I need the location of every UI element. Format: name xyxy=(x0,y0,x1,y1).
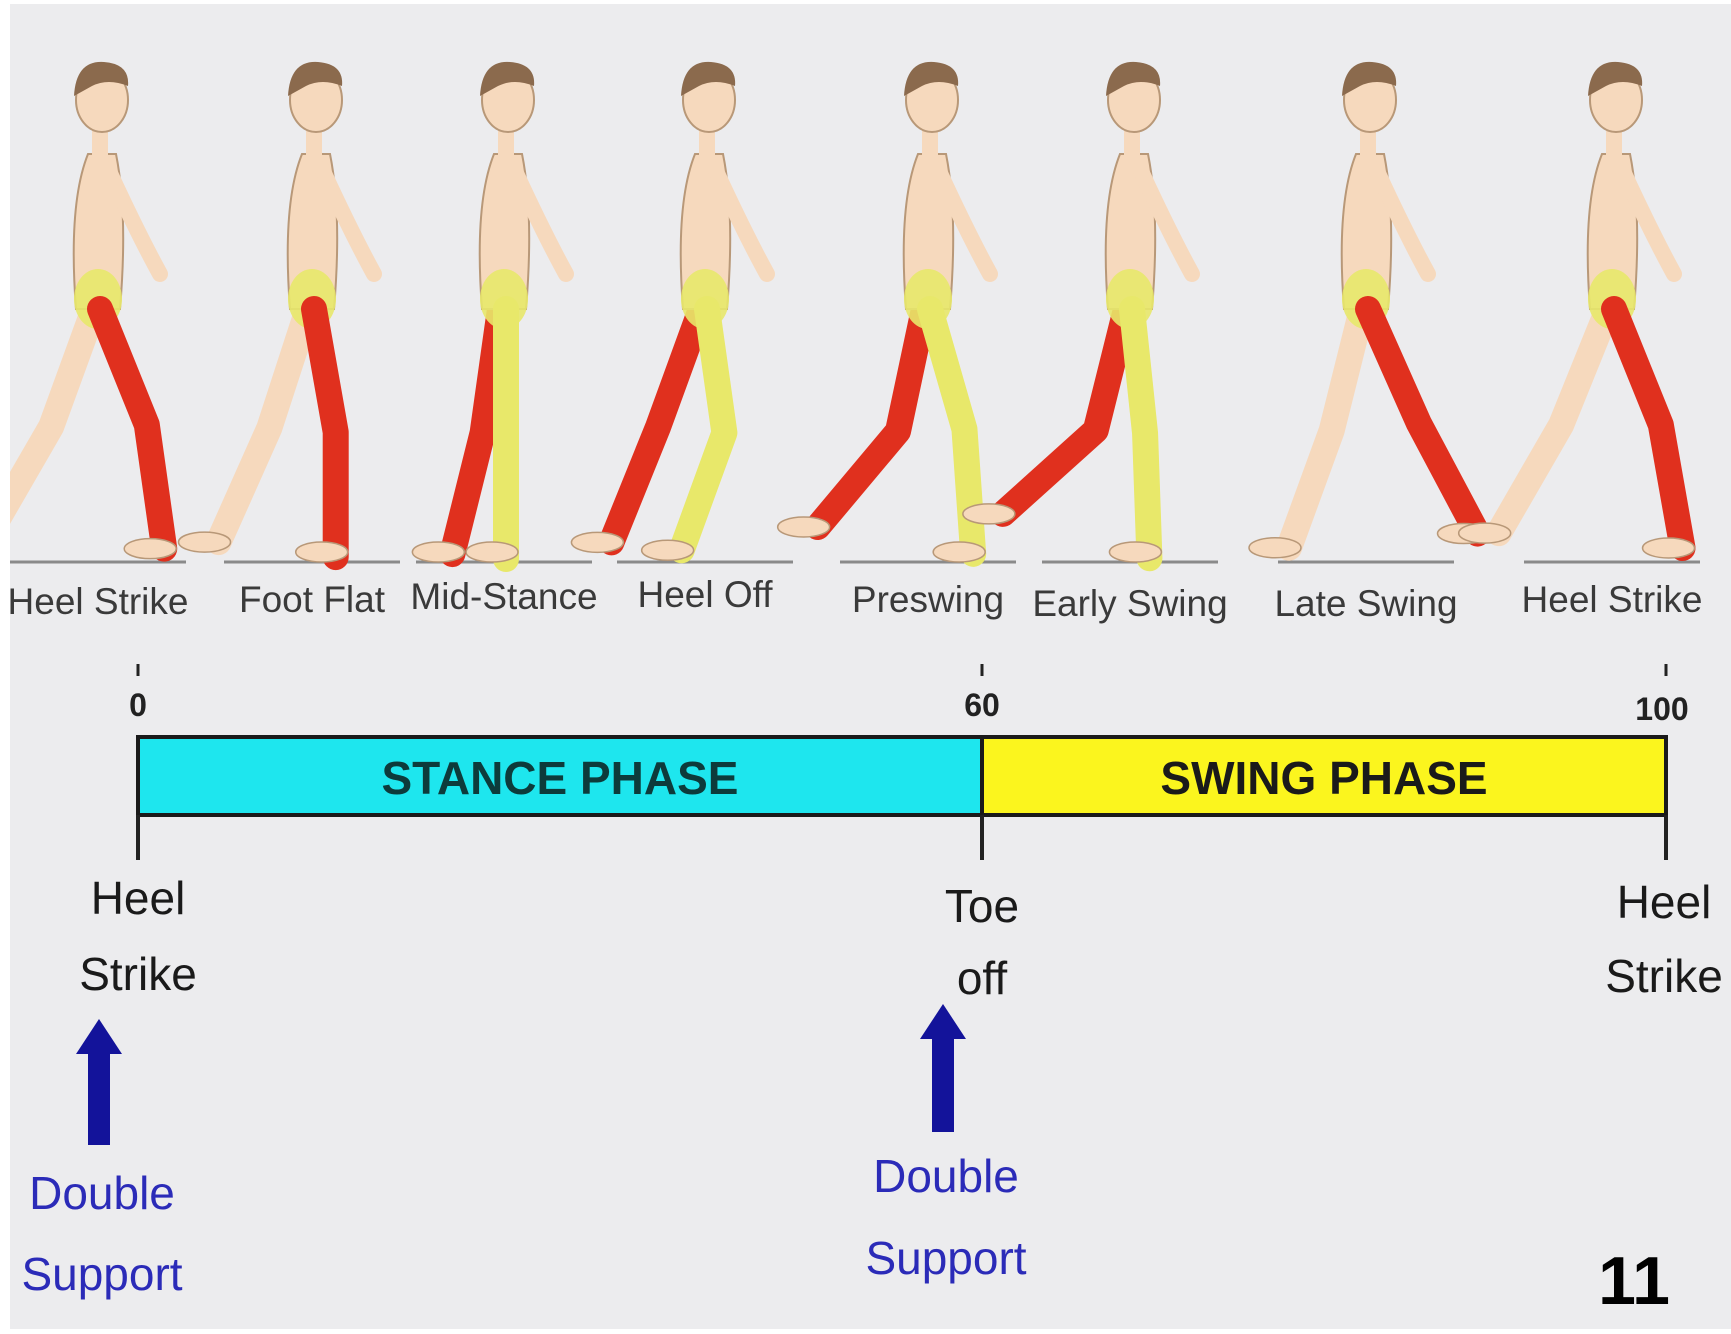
walking-figure-late-swing xyxy=(1249,62,1490,562)
front-leg xyxy=(1132,309,1149,558)
figure-label-heel-strike: Heel Strike xyxy=(10,581,188,622)
front-leg xyxy=(314,309,336,557)
tick-label-0: 0 xyxy=(129,687,147,723)
figure-label-preswing: Preswing xyxy=(852,579,1004,620)
walking-figures xyxy=(10,62,1700,562)
foot xyxy=(179,532,231,552)
timeline-ticks: 0 60 100 xyxy=(129,664,1689,727)
walking-figure-foot-flat xyxy=(179,62,400,562)
figure-label-mid-stance: Mid-Stance xyxy=(410,576,597,617)
foot xyxy=(642,540,694,560)
walking-figure-preswing xyxy=(778,62,1016,562)
foot xyxy=(1109,542,1161,562)
foot xyxy=(933,542,985,562)
foot xyxy=(1249,538,1301,558)
double-support-1-line1: Double xyxy=(29,1167,175,1219)
foot xyxy=(466,542,518,562)
foot xyxy=(412,542,464,562)
front-leg xyxy=(1368,309,1478,534)
back-leg xyxy=(1289,309,1362,548)
event-labels: Heel Strike Toe off Heel Strike xyxy=(79,872,1723,1004)
figure-label-foot-flat: Foot Flat xyxy=(239,579,386,620)
figure-labels: Heel Strike Foot Flat Mid-Stance Heel Of… xyxy=(10,574,1702,624)
event-toe-off-line1: Toe xyxy=(945,880,1019,932)
swing-phase-label: SWING PHASE xyxy=(1160,752,1487,804)
front-leg xyxy=(1614,309,1683,548)
back-leg xyxy=(1003,309,1126,514)
foot xyxy=(963,504,1015,524)
back-leg xyxy=(10,309,94,535)
tick-label-100: 100 xyxy=(1635,691,1688,727)
foot xyxy=(1459,523,1511,543)
up-arrow-icon xyxy=(920,1004,966,1132)
figure-label-heel-off: Heel Off xyxy=(637,574,773,615)
event-heel-strike-line1: Heel xyxy=(91,872,186,924)
gait-cycle-slide: Heel Strike Foot Flat Mid-Stance Heel Of… xyxy=(10,4,1731,1329)
figure-label-early-swing: Early Swing xyxy=(1032,583,1227,624)
double-support-1-line2: Support xyxy=(21,1248,182,1300)
tick-label-60: 60 xyxy=(964,687,1000,723)
double-support-markers: Double Support Double Support xyxy=(21,1004,1026,1300)
back-leg xyxy=(219,309,308,542)
event-heel-strike-end-line2: Strike xyxy=(1605,950,1723,1002)
back-leg xyxy=(1499,309,1608,533)
phase-bar: STANCE PHASE SWING PHASE xyxy=(138,737,1666,860)
walking-figure-heel-strike xyxy=(10,62,186,562)
stance-phase-label: STANCE PHASE xyxy=(382,752,739,804)
walking-figure-mid-stance xyxy=(412,62,592,562)
back-leg xyxy=(818,309,924,527)
gait-cycle-diagram: Heel Strike Foot Flat Mid-Stance Heel Of… xyxy=(10,4,1731,1329)
up-arrow-icon xyxy=(76,1019,122,1145)
back-leg xyxy=(452,309,500,554)
walking-figure-heel-off xyxy=(571,62,793,562)
double-support-2-line2: Support xyxy=(865,1232,1026,1284)
event-heel-strike-line2: Strike xyxy=(79,948,197,1000)
slide-number: 11 xyxy=(1598,1243,1670,1319)
double-support-2-line1: Double xyxy=(873,1150,1019,1202)
event-toe-off-line2: off xyxy=(957,952,1008,1004)
walking-figure-heel-strike-end xyxy=(1459,62,1700,562)
event-heel-strike-end-line1: Heel xyxy=(1617,876,1712,928)
walking-figure-early-swing xyxy=(963,62,1218,562)
foot xyxy=(778,517,830,537)
figure-label-late-swing: Late Swing xyxy=(1274,583,1457,624)
foot xyxy=(571,532,623,552)
front-leg xyxy=(100,309,164,549)
figure-label-heel-strike-end: Heel Strike xyxy=(1522,579,1703,620)
foot xyxy=(1643,538,1695,558)
foot xyxy=(296,542,348,562)
foot xyxy=(124,539,176,559)
